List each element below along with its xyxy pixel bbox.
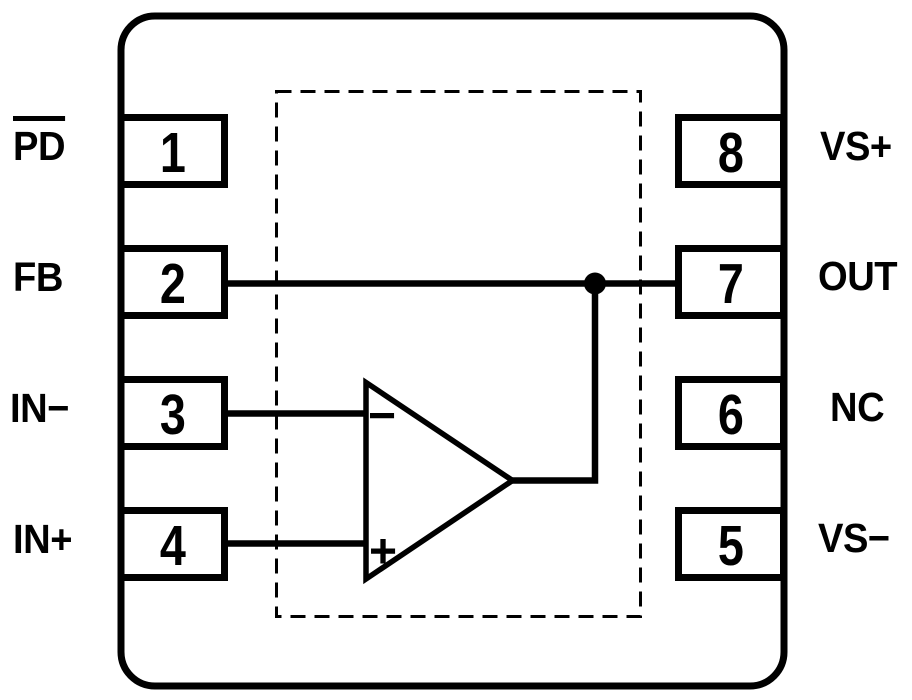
pin-label-text: IN+ [13, 515, 73, 562]
pin-label-in-plus: IN+ [13, 502, 72, 576]
pin-number-text: 4 [159, 513, 186, 578]
junction-dot-icon [584, 272, 606, 295]
pin-label-vs-minus: VS− [818, 501, 890, 575]
pin-number-text: 6 [717, 382, 744, 447]
pin-number-1: 1 [118, 114, 228, 188]
pd-overline-stack: PD [13, 115, 66, 169]
wire-opamp-output-feedback [512, 283, 599, 484]
pin-label-text: FB [13, 253, 63, 300]
opamp-minus-icon: − [368, 390, 396, 443]
pin-number-2: 2 [118, 245, 228, 319]
pin-number-8: 8 [675, 114, 787, 188]
pin-label-out: OUT [818, 239, 898, 313]
pin-box-2 [117, 245, 228, 319]
pin-number-3: 3 [118, 376, 228, 450]
pin-label-pd: PD [13, 104, 66, 178]
internal-circuit-boundary [275, 90, 642, 618]
pin-number-6: 6 [675, 376, 787, 450]
pin-box-1 [117, 114, 228, 188]
pd-overline [13, 115, 66, 121]
pin-number-4: 4 [118, 507, 228, 581]
pin-number-text: 1 [159, 120, 186, 185]
pin-number-text: 3 [159, 382, 186, 447]
opamp-plus-icon: + [369, 526, 397, 579]
pin-label-text: VS− [818, 514, 890, 561]
pin-number-text: 8 [717, 120, 744, 185]
pin-box-4 [117, 507, 228, 581]
pin-label-text: IN− [10, 384, 70, 431]
pin-box-8 [675, 114, 787, 188]
pin-box-5 [675, 507, 787, 581]
pin-label-nc: NC [830, 370, 885, 444]
pin-label-text: OUT [818, 252, 898, 299]
pin-label-in-minus: IN− [10, 371, 69, 445]
pin-label-text: PD [13, 122, 66, 169]
pin-box-6 [675, 376, 787, 450]
pin-box-3 [117, 376, 228, 450]
pin-label-text: VS+ [820, 122, 892, 169]
pin-number-5: 5 [675, 507, 787, 581]
pin-box-7 [675, 245, 787, 319]
pin-label-vs-plus: VS+ [820, 109, 892, 183]
pin-label-text: NC [830, 383, 885, 430]
package-outline [117, 12, 788, 690]
pin-number-text: 2 [159, 251, 186, 316]
opamp-triangle [363, 377, 518, 585]
pin-number-7: 7 [675, 245, 787, 319]
pin-number-text: 7 [717, 251, 744, 316]
pin-number-text: 5 [717, 513, 744, 578]
pin-label-fb: FB [13, 240, 63, 314]
